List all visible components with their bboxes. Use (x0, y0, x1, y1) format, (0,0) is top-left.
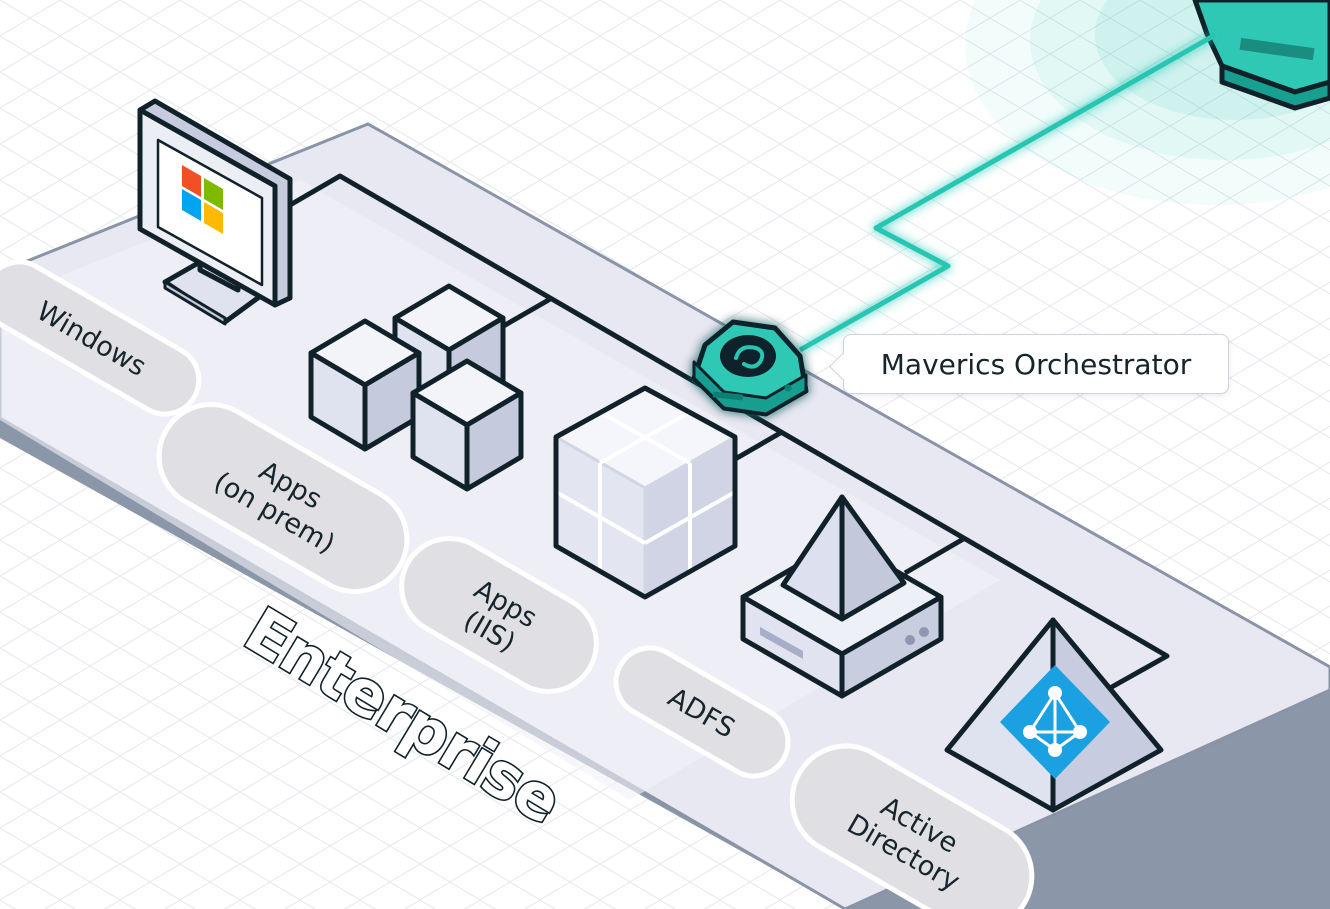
pill-adfs: ADFS (613, 645, 791, 779)
orchestrator-callout: Maverics Orchestrator (843, 334, 1229, 394)
cloud-node-icon (1192, 0, 1330, 111)
cube-front (410, 358, 524, 492)
cube-left (308, 318, 422, 452)
orchestrator-label: Maverics Orchestrator (880, 347, 1192, 381)
iis-apps-cube-icon (553, 385, 738, 600)
network-connections (288, 173, 1170, 691)
pill-apps-on-prem: Apps (on prem) (156, 402, 410, 594)
windows-monitor-icon (137, 98, 293, 326)
cloud-link (798, 32, 1217, 353)
adfs-server-icon (740, 494, 944, 699)
windows-logo-icon (182, 165, 223, 234)
on-prem-apps-cubes-icon (308, 283, 524, 492)
maverics-orchestrator-hexagon-icon (691, 319, 809, 417)
active-directory-pyramid-icon (944, 617, 1164, 813)
pill-apps-iis: Apps (IIS) (399, 536, 599, 694)
